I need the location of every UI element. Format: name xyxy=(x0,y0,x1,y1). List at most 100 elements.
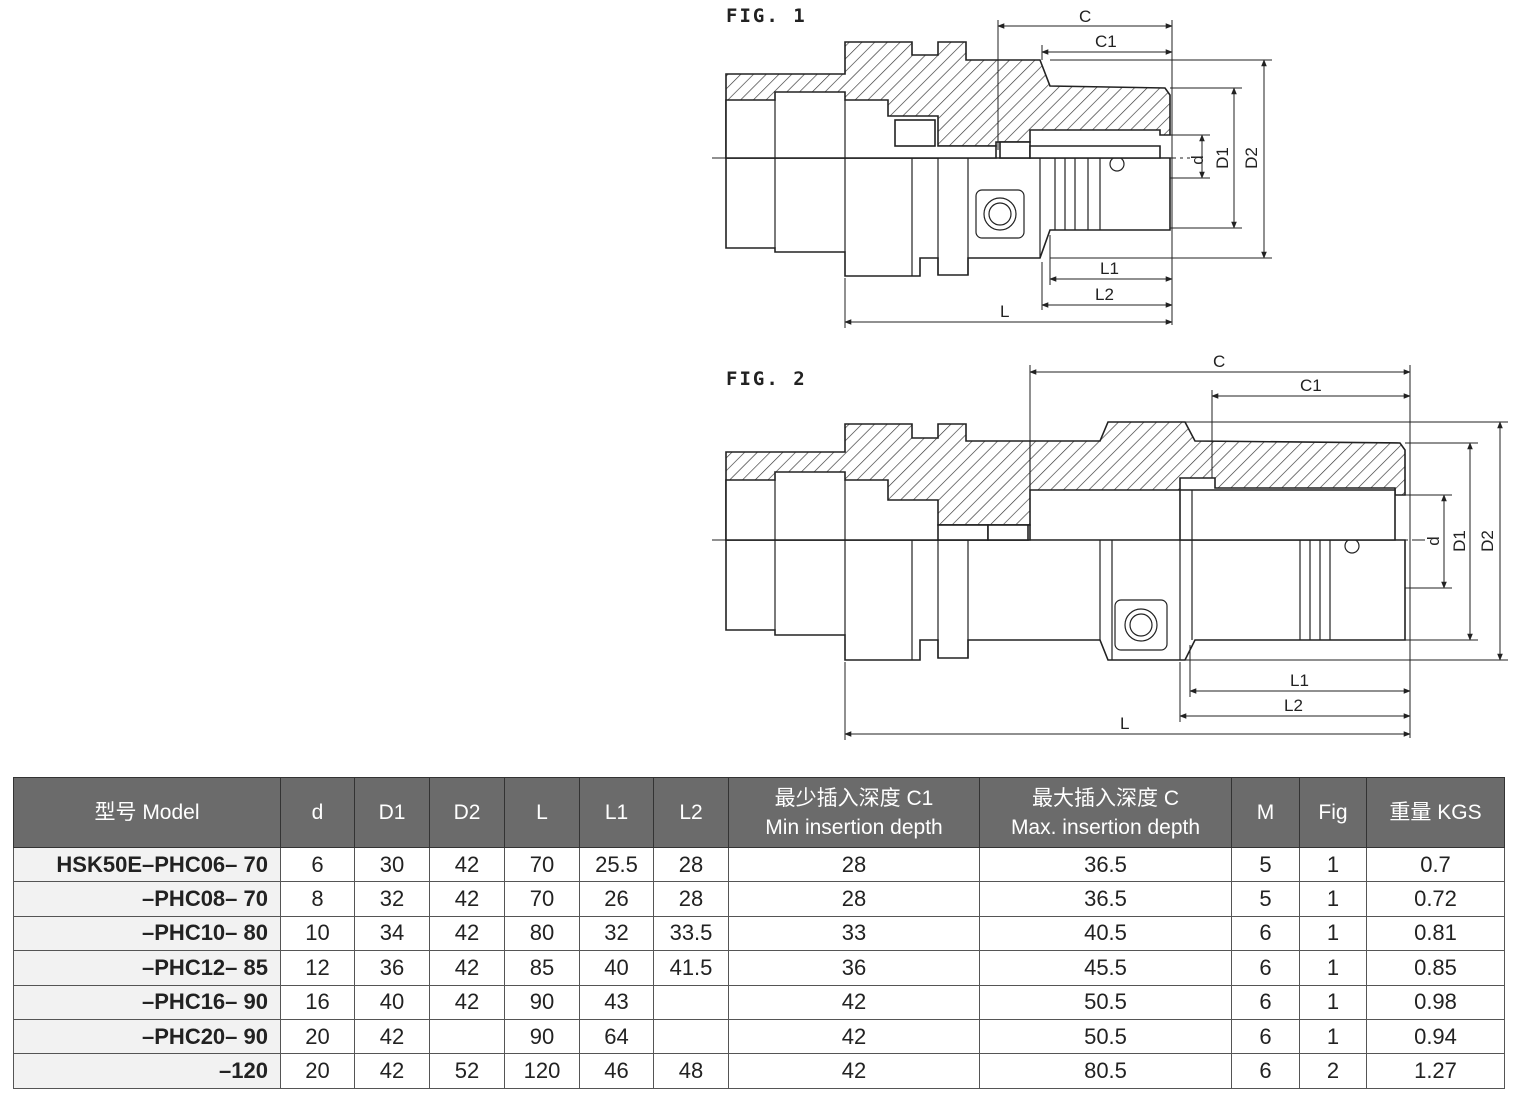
fig2-dim-l2: L2 xyxy=(1284,696,1303,715)
cell-weight: 0.94 xyxy=(1366,1018,1505,1055)
cell-weight: 0.72 xyxy=(1366,881,1505,917)
cell-d2: 52 xyxy=(429,1053,505,1089)
cell-d1: 42 xyxy=(354,1053,430,1089)
cell-fig: 1 xyxy=(1299,950,1367,986)
fig2-dim-l1: L1 xyxy=(1290,671,1309,690)
cell-c: 50.5 xyxy=(979,1018,1232,1055)
cell-d: 12 xyxy=(280,950,355,986)
cell-model: –PHC10– 80 xyxy=(13,915,281,952)
cell-weight: 1.27 xyxy=(1366,1053,1505,1089)
fig1-dim-l2: L2 xyxy=(1095,285,1114,304)
header-l1: L1 xyxy=(579,777,654,848)
header-fig: Fig xyxy=(1299,777,1367,848)
cell-d: 8 xyxy=(280,881,355,917)
cell-c1: 42 xyxy=(728,984,980,1020)
fig1-dim-d2: D2 xyxy=(1242,147,1261,169)
cell-c1: 28 xyxy=(728,881,980,917)
cell-l: 70 xyxy=(504,881,580,917)
cell-c1: 36 xyxy=(728,950,980,986)
cell-l2: 41.5 xyxy=(653,950,729,986)
cell-fig: 1 xyxy=(1299,881,1367,917)
cell-d1: 42 xyxy=(354,1018,430,1055)
cell-fig: 1 xyxy=(1299,915,1367,952)
fig2-dim-c1: C1 xyxy=(1300,376,1322,395)
fig2-dim-d: d xyxy=(1424,536,1443,545)
cell-model: –120 xyxy=(13,1053,281,1089)
cell-l1: 25.5 xyxy=(579,846,654,883)
cell-fig: 2 xyxy=(1299,1053,1367,1089)
header-l: L xyxy=(504,777,580,848)
cell-fig: 1 xyxy=(1299,984,1367,1020)
cell-l2: 28 xyxy=(653,881,729,917)
header-d1: D1 xyxy=(354,777,430,848)
cell-c: 80.5 xyxy=(979,1053,1232,1089)
cell-l: 80 xyxy=(504,915,580,952)
cell-m: 5 xyxy=(1231,881,1300,917)
cell-d: 6 xyxy=(280,846,355,883)
cell-l: 90 xyxy=(504,1018,580,1055)
cell-l: 90 xyxy=(504,984,580,1020)
header-d2: D2 xyxy=(429,777,505,848)
cell-d2: 42 xyxy=(429,846,505,883)
fig1-dim-d1: D1 xyxy=(1213,147,1232,169)
fig2-dim-l: L xyxy=(1120,714,1129,733)
cell-l1: 64 xyxy=(579,1018,654,1055)
cell-d1: 34 xyxy=(354,915,430,952)
cell-c: 50.5 xyxy=(979,984,1232,1020)
header-m: M xyxy=(1231,777,1300,848)
fig2-dim-c: C xyxy=(1213,352,1225,371)
cell-d1: 30 xyxy=(354,846,430,883)
cell-model: –PHC12– 85 xyxy=(13,950,281,986)
fig2-dim-d2: D2 xyxy=(1478,530,1497,552)
cell-d: 20 xyxy=(280,1053,355,1089)
cell-c: 36.5 xyxy=(979,881,1232,917)
cell-c1: 28 xyxy=(728,846,980,883)
header-model: 型号 Model xyxy=(13,777,281,848)
cell-model: HSK50E–PHC06– 70 xyxy=(13,846,281,883)
cell-l2 xyxy=(653,1018,729,1055)
cell-c1: 42 xyxy=(728,1053,980,1089)
cell-d: 16 xyxy=(280,984,355,1020)
cell-d: 20 xyxy=(280,1018,355,1055)
cell-l1: 40 xyxy=(579,950,654,986)
cell-l2: 48 xyxy=(653,1053,729,1089)
cell-l2 xyxy=(653,984,729,1020)
cell-d2: 42 xyxy=(429,915,505,952)
cell-c: 40.5 xyxy=(979,915,1232,952)
cell-l2: 33.5 xyxy=(653,915,729,952)
fig1-dim-d: d xyxy=(1188,155,1207,164)
cell-c1: 42 xyxy=(728,1018,980,1055)
cell-l1: 46 xyxy=(579,1053,654,1089)
cell-l2: 28 xyxy=(653,846,729,883)
cell-d1: 32 xyxy=(354,881,430,917)
fig1-label: FIG. 1 xyxy=(726,5,807,27)
cell-model: –PHC08– 70 xyxy=(13,881,281,917)
header-d: d xyxy=(280,777,355,848)
cell-weight: 0.98 xyxy=(1366,984,1505,1020)
header-l2: L2 xyxy=(653,777,729,848)
figure-1: FIG. 1 xyxy=(712,5,1272,328)
fig2-dim-d1: D1 xyxy=(1450,530,1469,552)
fig1-lower-view xyxy=(725,156,1171,277)
cell-fig: 1 xyxy=(1299,846,1367,883)
cell-d2: 42 xyxy=(429,984,505,1020)
fig1-dim-l1: L1 xyxy=(1100,259,1119,278)
fig1-dim-c1: C1 xyxy=(1095,32,1117,51)
cell-d2: 42 xyxy=(429,950,505,986)
fig2-dimensions: C C1 d D1 D2 L1 L2 L xyxy=(844,352,1508,740)
cell-l: 85 xyxy=(504,950,580,986)
cell-l: 120 xyxy=(504,1053,580,1089)
cell-d1: 36 xyxy=(354,950,430,986)
fig2-section-view xyxy=(725,421,1406,541)
